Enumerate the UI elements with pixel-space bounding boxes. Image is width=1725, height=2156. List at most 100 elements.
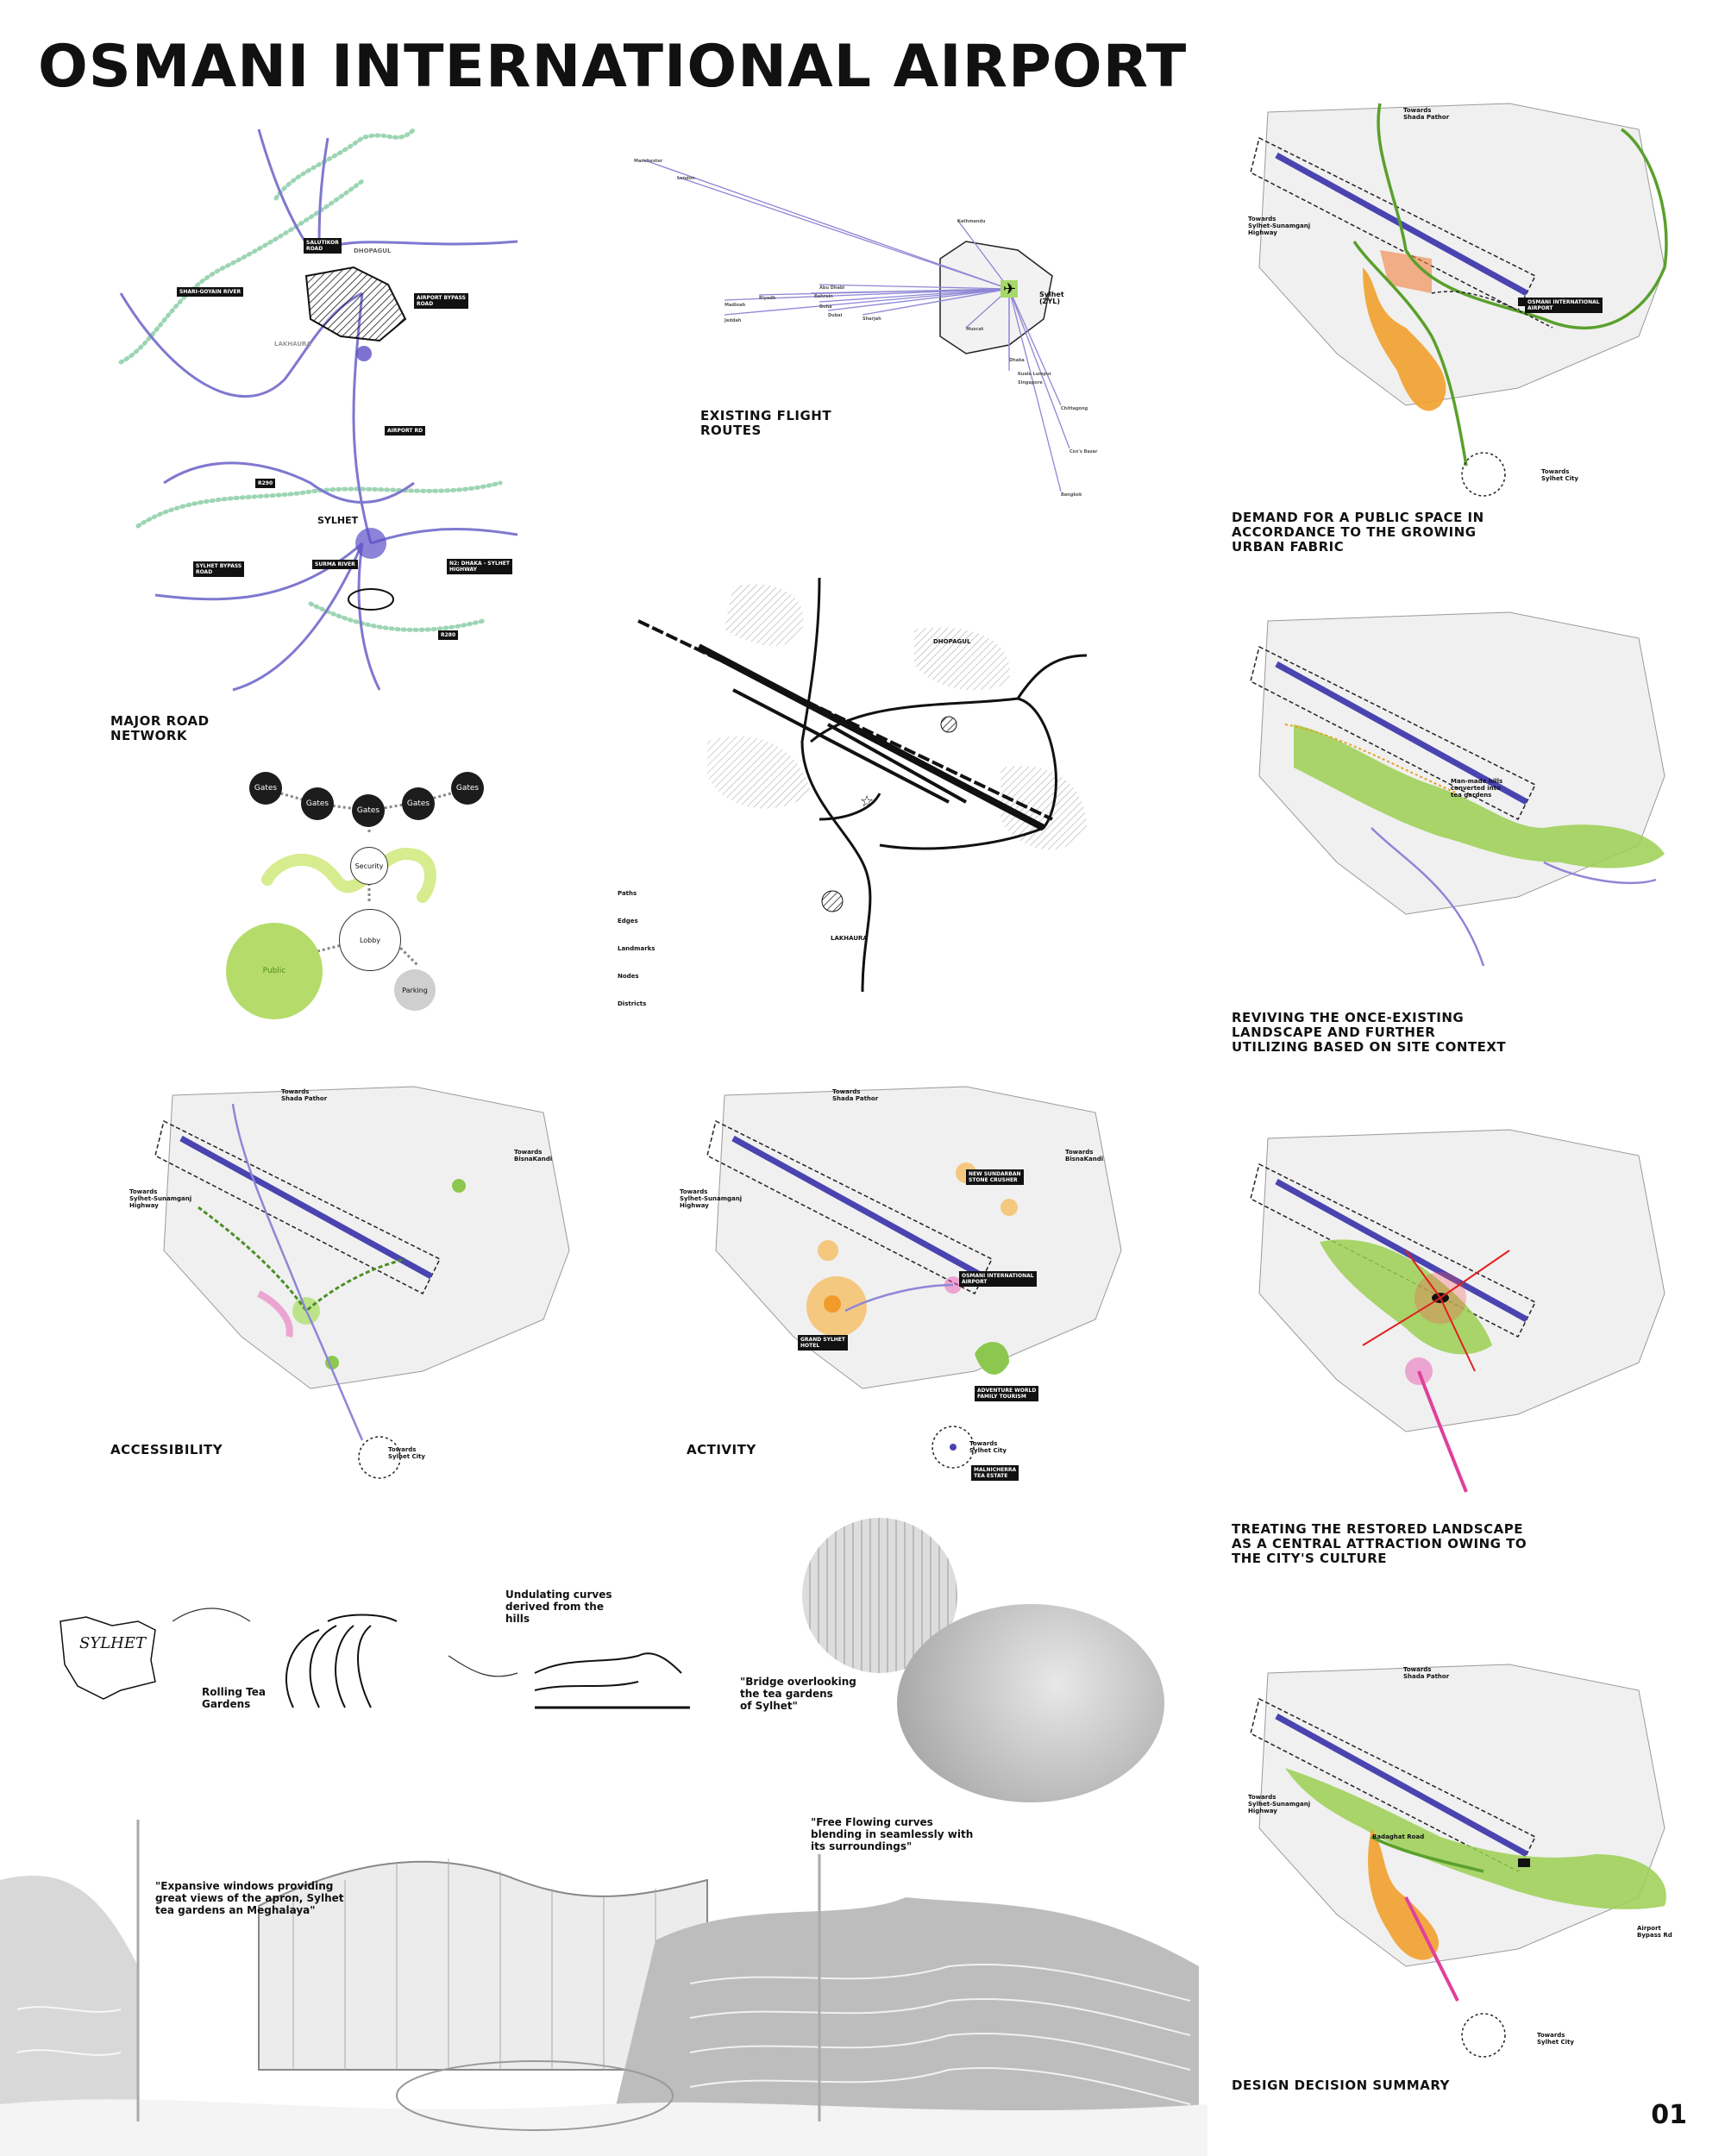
road-network-map — [118, 127, 518, 692]
road-tag: AIRPORT BYPASS ROAD — [414, 293, 468, 309]
acc-label-sylhet-city: Towards Sylhet City — [388, 1446, 425, 1460]
flight-city-label: Madinah — [724, 303, 746, 308]
road-tag: SALUTIKOR ROAD — [304, 238, 342, 254]
flight-city-label: Jeddah — [724, 318, 742, 323]
legend-landmarks: Landmarks — [618, 945, 656, 952]
acc-label-sunamganj: Towards Sylhet-Sunamganj Highway — [129, 1188, 192, 1209]
legend-paths: Paths — [618, 890, 637, 897]
road-tag: SURMA RIVER — [312, 560, 358, 569]
flight-city-label: London — [677, 176, 695, 181]
legend-nodes: Nodes — [618, 973, 639, 980]
lynch-label-dhopagul: DHOPAGUL — [933, 638, 971, 645]
site-map-accessibility — [154, 1086, 570, 1479]
caption-summary: DESIGN DECISION SUMMARY — [1232, 2078, 1450, 2093]
act-label-sunamganj: Towards Sylhet-Sunamganj Highway — [680, 1188, 743, 1209]
legend-edges: Edges — [618, 918, 638, 924]
acc-label-bisnakandi: Towards BisnaKandi — [514, 1149, 553, 1163]
caption-accessibility: ACCESSIBILITY — [110, 1442, 223, 1457]
activity-tag: MALNICHERRA TEA ESTATE — [971, 1465, 1019, 1481]
label-airport-bypass: Airport Bypass Rd — [1637, 1925, 1672, 1939]
flight-city-label: Bangkok — [1061, 492, 1082, 498]
flight-city-label: Singapore — [1018, 380, 1043, 385]
flight-city-label: Sharjah — [862, 317, 881, 322]
road-tag: R280 — [438, 630, 459, 640]
note-undulating-curves: Undulating curves derived from the hills — [505, 1589, 612, 1625]
note-expansive-windows: "Expansive windows providing great views… — [155, 1880, 344, 1916]
activity-tag: NEW SUNDARBAN STONE CRUSHER — [966, 1169, 1024, 1185]
flight-city-label: Doha — [819, 304, 832, 310]
terminal-render — [0, 1794, 1208, 2156]
flight-city-label: Riyadh — [759, 296, 776, 301]
lynch-label-lakhaura: LAKHAURA — [831, 935, 868, 942]
label-towards-shada-pathor-2: Towards Shada Pathor — [1403, 1666, 1450, 1680]
concept-sketch — [60, 1608, 690, 1709]
svg-text:☆: ☆ — [860, 793, 874, 811]
bridge-exterior-render — [897, 1604, 1164, 1802]
flight-city-label: Dubai — [828, 313, 843, 318]
road-tag: AIRPORT RD — [385, 426, 426, 436]
act-label-sylhet-city: Towards Sylhet City — [969, 1440, 1007, 1454]
svg-text:✈: ✈ — [1003, 280, 1016, 298]
label-towards-sunamganj: Towards Sylhet-Sunamganj Highway — [1248, 216, 1311, 236]
act-label-bisnakandi: Towards BisnaKandi — [1065, 1149, 1104, 1163]
caption-road-network: MAJOR ROAD NETWORK — [110, 713, 210, 743]
label-towards-sylhet-city-2: Towards Sylhet City — [1537, 2032, 1574, 2046]
lobby-node: Lobby — [339, 909, 401, 971]
parking-node: Parking — [394, 969, 436, 1011]
site-map-public-space — [1250, 103, 1668, 497]
tag-osmani-airport: OSMANI INTERNATIONAL AIRPORT — [1525, 298, 1603, 313]
page-number: 01 — [1651, 2100, 1687, 2130]
flight-city-label: Manchester — [634, 159, 663, 164]
caption-public-space: DEMAND FOR A PUBLIC SPACE IN ACCORDANCE … — [1232, 510, 1484, 555]
activity-tag: GRAND SYLHET HOTEL — [798, 1335, 848, 1351]
flight-city-label: Bahrain — [814, 294, 833, 299]
flight-routes-map: ✈ — [642, 159, 1070, 492]
page-title: OSMANI INTERNATIONAL AIRPORT — [38, 33, 1188, 101]
flight-city-label: Muscat — [966, 327, 984, 332]
flight-city-label: Kathmandu — [957, 219, 986, 224]
label-badaghat-road: Badaghat Road — [1372, 1833, 1425, 1840]
activity-tag: ADVENTURE WORLD FAMILY TOURISM — [975, 1386, 1039, 1401]
public-node: Public — [226, 923, 323, 1019]
gate-node: Gates — [301, 787, 334, 820]
caption-flight-routes: EXISTING FLIGHT ROUTES — [700, 408, 832, 438]
road-tag: SHARI-GOYAIN RIVER — [177, 287, 244, 297]
flight-city-label: Kuala Lumpur — [1018, 372, 1052, 377]
site-map-summary — [1250, 1664, 1666, 2058]
map-label-dhopagul: DHOPAGUL — [354, 248, 392, 254]
activity-tag: OSMANI INTERNATIONAL AIRPORT — [959, 1271, 1037, 1287]
site-map-culture — [1250, 1129, 1665, 1493]
caption-landscape: REVIVING THE ONCE-EXISTING LANDSCAPE AND… — [1232, 1010, 1507, 1055]
label-towards-sunamganj-2: Towards Sylhet-Sunamganj Highway — [1248, 1794, 1311, 1814]
label-towards-shada-pathor: Towards Shada Pathor — [1403, 107, 1450, 121]
security-node: Security — [350, 847, 388, 885]
road-tag: SYLHET BYPASS ROAD — [193, 561, 245, 577]
legend-districts: Districts — [618, 1000, 647, 1007]
flight-city-label: Dhaka — [1009, 358, 1025, 363]
gate-node: Gates — [249, 772, 282, 805]
label-man-made-hills: Man-made hills converted into tea garden… — [1451, 778, 1503, 799]
caption-culture: TREATING THE RESTORED LANDSCAPE AS A CEN… — [1232, 1521, 1527, 1566]
note-bridge: "Bridge overlooking the tea gardens of S… — [740, 1676, 856, 1712]
flight-label-sylhet: Sylhet (ZYL) — [1039, 291, 1064, 305]
lynch-legend: Paths Edges Landmarks Nodes Districts — [618, 873, 655, 1025]
caption-activity: ACTIVITY — [687, 1442, 756, 1457]
act-label-shada-pathor: Towards Shada Pathor — [832, 1088, 879, 1102]
acc-label-shada-pathor: Towards Shada Pathor — [281, 1088, 328, 1102]
note-free-flowing: "Free Flowing curves blending in seamles… — [811, 1816, 974, 1852]
flight-city-label: Cox's Bazar — [1070, 449, 1098, 454]
site-map-landscape — [1250, 611, 1665, 967]
map-label-lakhaura: LAKHAURA — [274, 341, 311, 348]
flight-city-label: Chittagong — [1061, 406, 1088, 411]
urban-elements-map: ☆ — [637, 577, 1088, 993]
road-tag: N2: DHAKA - SYLHET HIGHWAY — [447, 559, 512, 574]
road-tag: R290 — [255, 479, 276, 488]
note-rolling-tea: Rolling Tea Gardens — [202, 1686, 266, 1710]
sketch-sylhet-word: SYLHET — [79, 1634, 147, 1652]
gate-node: Gates — [402, 787, 435, 820]
gate-node: Gates — [451, 772, 484, 805]
map-label-sylhet: SYLHET — [317, 515, 359, 526]
gate-node: Gates — [352, 794, 385, 827]
flight-city-label: Abu Dhabi — [819, 285, 845, 291]
label-towards-sylhet-city: Towards Sylhet City — [1541, 468, 1578, 482]
